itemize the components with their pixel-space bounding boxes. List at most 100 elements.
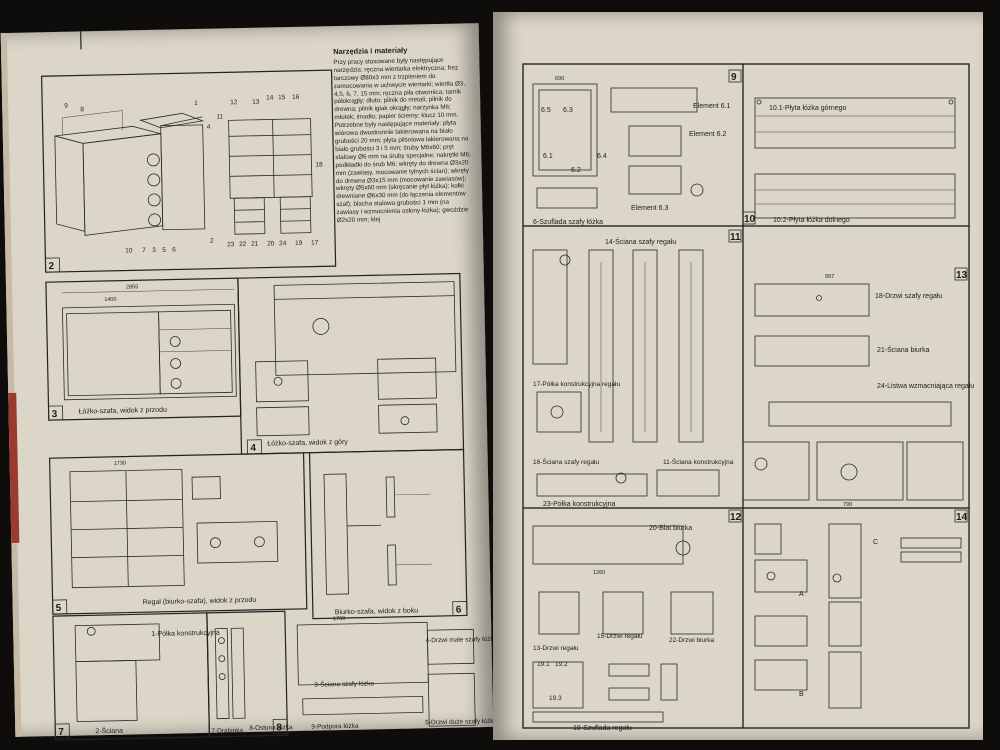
svg-text:6.2: 6.2 [571,167,581,174]
svg-text:14: 14 [266,94,274,101]
svg-text:13: 13 [956,270,968,281]
materials-paragraph: Potrzebne były następujące materiały: pł… [334,119,471,225]
svg-text:15: 15 [278,94,286,101]
svg-text:11: 11 [216,113,223,120]
fig2-frame [40,69,337,273]
svg-text:21: 21 [251,241,259,248]
svg-text:23-Półka konstrukcyjna: 23-Półka konstrukcyjna [543,501,615,508]
svg-text:7-Drabinka: 7-Drabinka [211,727,243,735]
svg-text:6.4: 6.4 [597,153,607,160]
svg-text:10: 10 [125,247,133,254]
svg-text:5: 5 [162,247,166,254]
svg-text:10: 10 [744,214,756,225]
svg-text:4: 4 [207,124,211,131]
svg-text:20-Blat biurka: 20-Blat biurka [649,525,692,532]
svg-text:Biurko-szafa, widok z boku: Biurko-szafa, widok z boku [335,607,418,616]
svg-text:6-Szuflada szafy łóżka: 6-Szuflada szafy łóżka [533,219,603,226]
svg-text:13-Drzwi regału: 13-Drzwi regału [533,645,579,652]
right-page-drawings: 9 690 6.5 6.3 6.1 6.2 6.4 Element 6.1 El… [522,63,974,732]
fig11-drawing [532,249,720,497]
svg-text:790: 790 [843,502,852,508]
svg-text:8-Osłona łóżka: 8-Osłona łóżka [249,724,293,732]
svg-text:20: 20 [267,240,275,247]
fig10-frame [742,63,970,227]
svg-text:4-Drzwi małe szafy łóżka: 4-Drzwi małe szafy łóżka [425,636,497,645]
svg-text:Element 6.2: Element 6.2 [689,131,726,138]
fig2-bed-sketch [54,110,206,236]
svg-text:1730: 1730 [114,461,126,467]
svg-text:12: 12 [230,99,238,106]
svg-text:Łóżko-szafa, widok z przodu: Łóżko-szafa, widok z przodu [79,407,168,416]
svg-text:15-Drzwi regału: 15-Drzwi regału [597,633,643,640]
fig5-drawing: 1730 [69,461,279,589]
fig10-drawing [754,97,956,219]
fig3-frame [45,277,242,421]
svg-text:16: 16 [292,94,300,101]
svg-text:3: 3 [152,247,156,254]
svg-text:6: 6 [456,605,462,616]
left-page: 2 [0,23,498,741]
svg-text:17: 17 [311,239,319,246]
svg-text:9: 9 [64,103,68,110]
right-frame [522,63,970,729]
svg-text:1-Półka konstrukcyjna: 1-Półka konstrukcyjna [151,630,220,638]
materials-heading: Narzędzia i materiały [333,45,408,57]
svg-text:24-Listwa wzmacniająca regału: 24-Listwa wzmacniająca regału [877,383,974,390]
svg-text:21-Ściana biurka: 21-Ściana biurka [877,345,930,354]
svg-text:23: 23 [227,241,235,248]
fig8-drawing [214,627,246,720]
svg-text:6: 6 [172,246,176,253]
svg-text:17-Półka konstrukcyjna regału: 17-Półka konstrukcyjna regału [533,381,620,388]
svg-text:4: 4 [250,443,256,454]
left-page-drawings: 2 [40,31,498,741]
svg-text:1700: 1700 [333,616,345,622]
fig9-drawing: 690 [532,76,704,209]
fig6-drawing [323,473,432,595]
svg-text:9: 9 [731,72,737,83]
svg-text:24: 24 [279,240,287,247]
svg-text:6.1: 6.1 [543,153,553,160]
fig7-drawing [74,623,161,723]
fig6-frame [308,448,468,620]
svg-text:1260: 1260 [593,570,605,576]
svg-text:10.1-Płyta łóżka górnego: 10.1-Płyta łóżka górnego [769,105,847,112]
tools-paragraph: Przy pracy stosowane były następujące na… [333,56,466,122]
svg-text:19: 19 [295,240,303,247]
fig12-drawing: 1260 [532,525,714,723]
svg-text:Regał (biurko-szafa), widok z: Regał (biurko-szafa), widok z przodu [143,597,257,606]
fig8-frame [206,610,289,738]
svg-text:1400: 1400 [104,297,116,303]
svg-text:12: 12 [730,512,742,523]
materials-text-block: Narzędzia i materiały Przy pracy stosowa… [333,45,473,225]
svg-text:A: A [799,591,804,598]
svg-text:B: B [799,691,804,698]
svg-text:2: 2 [48,261,54,272]
svg-text:10.2-Płyta łóżka dolnego: 10.2-Płyta łóżka dolnego [773,217,850,224]
svg-text:13: 13 [252,99,260,106]
fig13-frame [742,225,970,509]
svg-text:Łóżko-szafa, widok z góry: Łóżko-szafa, widok z góry [267,439,348,448]
svg-text:19-Szuflada regału: 19-Szuflada regału [573,725,632,732]
svg-text:16-Ściana szafy regału: 16-Ściana szafy regału [533,457,600,466]
svg-text:6.3: 6.3 [563,107,573,114]
svg-text:7: 7 [58,727,64,738]
svg-text:3-Ściana szafy łóżka: 3-Ściana szafy łóżka [314,678,374,688]
svg-text:2-Ściana: 2-Ściana [95,726,123,736]
svg-text:19.2: 19.2 [555,661,568,668]
svg-text:Element 6.3: Element 6.3 [631,205,668,212]
svg-text:22: 22 [239,241,247,248]
svg-text:11: 11 [730,232,741,243]
svg-text:14: 14 [956,512,968,523]
svg-text:22-Drzwi biurka: 22-Drzwi biurka [669,637,715,644]
svg-text:11-Ściana konstrukcyjna: 11-Ściana konstrukcyjna [663,457,734,466]
fig14-drawing [754,523,962,709]
svg-text:2855: 2855 [126,284,138,290]
fig5-frame [48,452,308,615]
fig14-frame [742,507,970,729]
svg-text:Element 6.1: Element 6.1 [693,103,730,110]
fig3-drawing: 2855 1400 [62,284,237,401]
svg-text:5: 5 [56,603,62,614]
svg-text:6.5: 6.5 [541,107,551,114]
fig13-drawing: 997 790 [742,274,964,508]
